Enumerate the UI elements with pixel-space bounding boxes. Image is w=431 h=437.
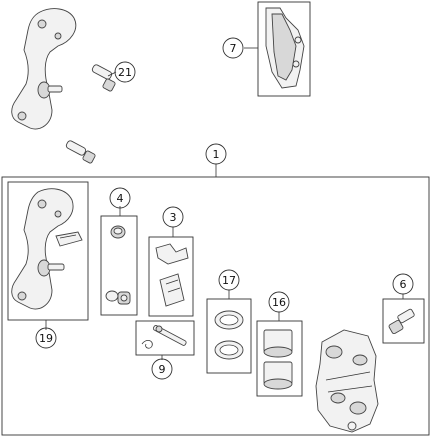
piston-seal-lower <box>214 340 244 360</box>
bracket-box <box>7 181 89 321</box>
retainer-plate <box>159 273 185 307</box>
callout-21: 21 <box>118 66 132 79</box>
piston-lower <box>263 361 293 390</box>
guide-pin-upper <box>91 64 116 92</box>
caliper-housing <box>315 329 379 433</box>
callout-9: 9 <box>159 363 166 376</box>
bleeder-valve <box>105 290 131 305</box>
pad-retainer-box <box>148 236 194 317</box>
callout-6: 6 <box>400 278 407 291</box>
caliper-bracket <box>11 188 74 310</box>
pin-clip <box>141 340 153 349</box>
guide-pin-lower <box>65 140 96 164</box>
callout-19: 19 <box>39 332 53 345</box>
callout-4: 4 <box>117 192 124 205</box>
brake-pad <box>265 7 305 89</box>
piston-seal-upper <box>214 310 244 330</box>
piston-upper <box>263 329 293 358</box>
fitting-box <box>382 298 425 344</box>
callout-17: 17 <box>222 274 236 287</box>
caliper-bracket-top <box>11 8 77 130</box>
seal-kit-box <box>206 298 252 374</box>
piston-box <box>256 320 303 397</box>
callout-3: 3 <box>170 211 177 224</box>
pad-pin <box>152 325 187 346</box>
pin-box <box>135 320 195 356</box>
dust-boot <box>110 225 126 239</box>
callout-1: 1 <box>213 148 220 161</box>
pad-set-box <box>257 1 311 97</box>
pad-spring <box>55 231 83 247</box>
callout-16: 16 <box>272 296 286 309</box>
bleeder-box <box>100 215 138 316</box>
retainer-spring <box>155 243 189 265</box>
callout-7: 7 <box>230 42 237 55</box>
brake-fitting <box>388 308 415 335</box>
caliper-assembly-frame <box>1 176 430 436</box>
